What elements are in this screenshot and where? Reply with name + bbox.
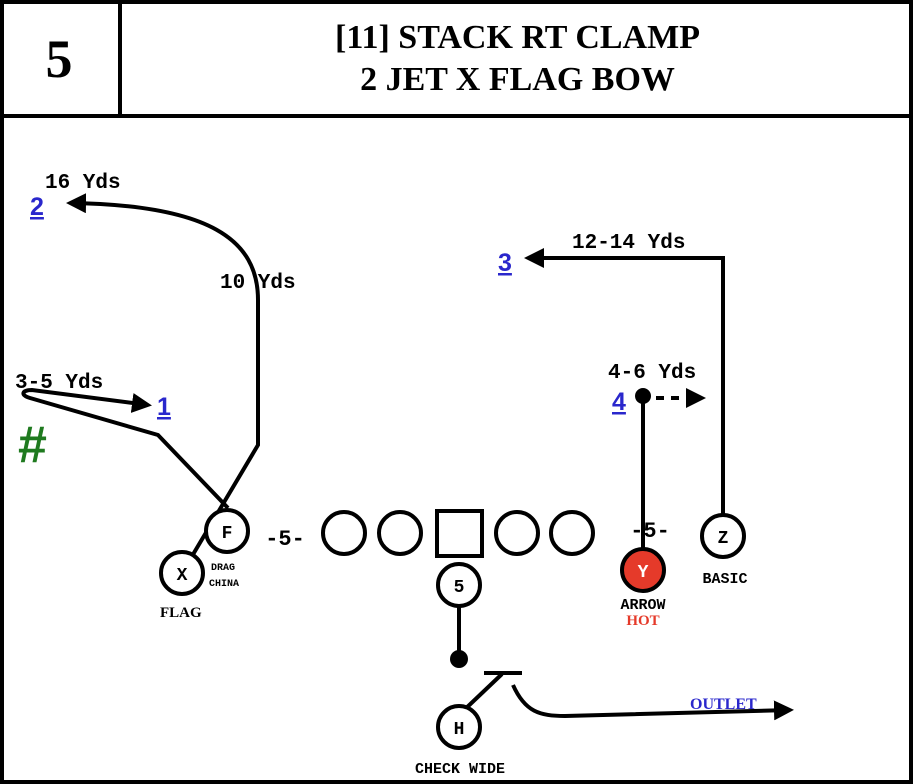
right-split: -5- xyxy=(630,519,670,544)
f-drag-route xyxy=(21,387,230,510)
depth-flag: 16 Yds xyxy=(45,172,121,195)
play-title: [11] STACK RT CLAMP 2 JET X FLAG BOW xyxy=(122,0,913,118)
player-qb-circle xyxy=(436,562,482,608)
play-number: 5 xyxy=(0,0,122,118)
assignment-f-line2: CHINA xyxy=(209,579,239,590)
header-divider xyxy=(0,114,913,118)
depth-stem: 10 Yds xyxy=(220,272,296,295)
assignment-y: ARROW xyxy=(620,597,665,614)
progression-1[interactable]: 1 xyxy=(157,393,171,421)
center xyxy=(435,509,484,558)
player-y-circle xyxy=(620,547,666,593)
player-x-circle xyxy=(159,550,205,596)
hash-mark: # xyxy=(18,416,47,474)
player-h-circle xyxy=(436,704,482,750)
qb-drop-dot xyxy=(450,650,468,668)
left-guard xyxy=(377,510,423,556)
h-outlet-route xyxy=(511,684,794,721)
assignment-f-line1: DRAG xyxy=(211,563,235,574)
h-block-line xyxy=(460,672,504,714)
assignment-z: BASIC xyxy=(702,571,747,588)
y-arrow-break-dot xyxy=(635,388,651,404)
play-title-line2: 2 JET X FLAG BOW xyxy=(360,61,675,98)
assignment-outlet: OUTLET xyxy=(690,696,757,713)
player-x-label: X xyxy=(177,566,188,586)
player-h-label: H xyxy=(454,720,465,740)
player-z-circle xyxy=(700,513,746,559)
progression-3[interactable]: 3 xyxy=(498,249,512,277)
player-f-circle xyxy=(204,508,250,554)
x-flag-route xyxy=(66,193,260,575)
play-title-line1: [11] STACK RT CLAMP xyxy=(335,19,700,56)
player-qb-label: 5 xyxy=(454,578,465,598)
left-tackle xyxy=(321,510,367,556)
player-y-label: Y xyxy=(638,563,649,583)
assignment-x: FLAG xyxy=(160,605,202,621)
left-split: -5- xyxy=(265,527,305,552)
right-guard xyxy=(494,510,540,556)
right-tackle xyxy=(549,510,595,556)
player-z-label: Z xyxy=(718,529,729,549)
depth-z-route: 12-14 Yds xyxy=(572,232,685,255)
depth-drag: 3-5 Yds xyxy=(15,372,103,395)
progression-4[interactable]: 4 xyxy=(612,388,626,416)
progression-2[interactable]: 2 xyxy=(30,193,44,221)
depth-arrow: 4-6 Yds xyxy=(608,362,696,385)
z-basic-route xyxy=(524,248,725,515)
assignment-y-hot: HOT xyxy=(626,613,659,629)
player-f-label: F xyxy=(222,524,233,544)
assignment-h: CHECK WIDE xyxy=(415,761,505,778)
